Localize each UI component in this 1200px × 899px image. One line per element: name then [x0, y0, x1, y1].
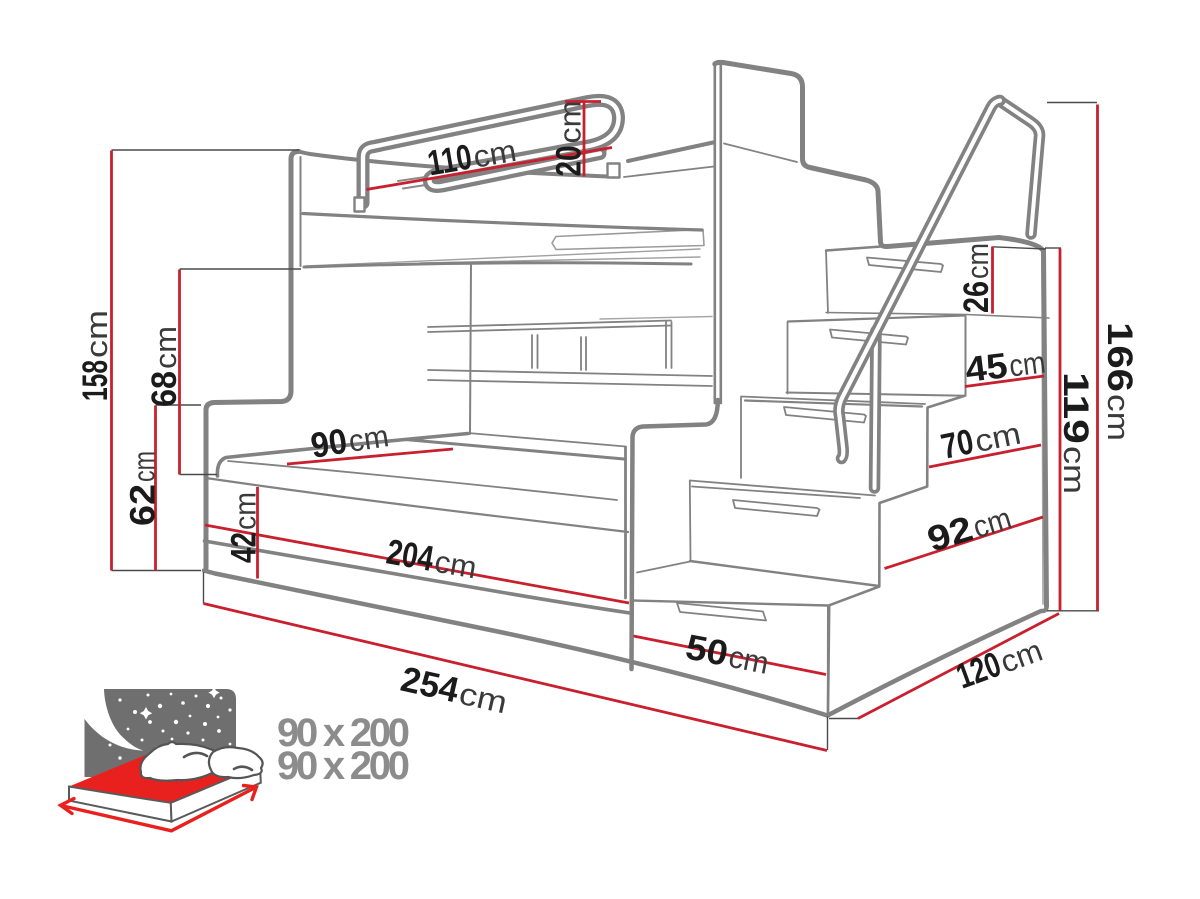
svg-text:cm: cm: [471, 133, 519, 175]
svg-text:cm: cm: [1007, 344, 1047, 383]
svg-text:cm: cm: [79, 310, 114, 358]
svg-text:cm: cm: [148, 326, 183, 369]
svg-text:158: 158: [75, 360, 115, 401]
svg-text:20: 20: [549, 146, 589, 177]
svg-text:cm: cm: [346, 418, 391, 459]
svg-text:204: 204: [384, 531, 437, 578]
svg-text:cm: cm: [228, 492, 263, 530]
svg-text:cm: cm: [726, 639, 772, 681]
svg-text:26: 26: [956, 281, 996, 313]
svg-text:70: 70: [938, 421, 977, 467]
svg-text:90: 90: [308, 421, 350, 466]
svg-text:42: 42: [224, 532, 264, 563]
svg-text:110: 110: [425, 137, 475, 184]
svg-text:cm: cm: [432, 544, 479, 586]
svg-text:50: 50: [682, 627, 731, 674]
svg-text:90 x 200: 90 x 200: [277, 711, 410, 755]
svg-text:62: 62: [123, 484, 163, 526]
svg-text:cm: cm: [1057, 446, 1092, 494]
svg-text:45: 45: [963, 345, 1010, 390]
svg-text:119: 119: [1056, 372, 1096, 444]
svg-text:68: 68: [144, 371, 184, 407]
svg-text:cm: cm: [960, 243, 995, 279]
svg-text:cm: cm: [127, 451, 162, 482]
svg-text:cm: cm: [1101, 394, 1136, 441]
svg-text:166: 166: [1100, 322, 1140, 392]
svg-text:cm: cm: [553, 101, 588, 144]
svg-text:90 x 200: 90 x 200: [277, 744, 410, 788]
